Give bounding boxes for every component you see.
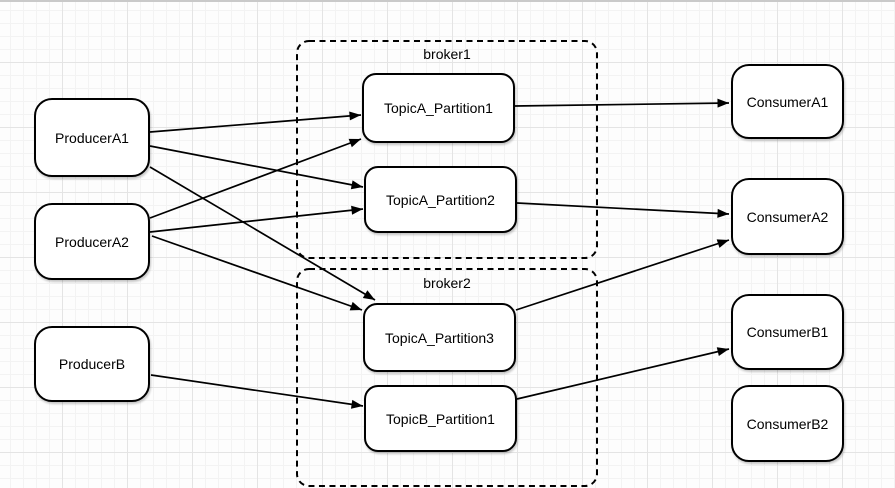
producer-a1-label: ProducerA1 <box>55 129 129 146</box>
producer-a2-label: ProducerA2 <box>55 233 129 250</box>
node-producer-a1[interactable]: ProducerA1 <box>34 98 150 177</box>
node-producer-a2[interactable]: ProducerA2 <box>34 203 150 280</box>
edge-topic-a-partition3-to-consumer-a2[interactable] <box>515 239 730 311</box>
edge-topic-a-partition2-to-consumer-a2[interactable] <box>516 202 730 218</box>
consumer-a2-label: ConsumerA2 <box>746 208 829 225</box>
topic-b-partition1-label: TopicB_Partition1 <box>386 410 495 427</box>
edge-producer-b-to-topic-b-partition1[interactable] <box>150 374 364 409</box>
consumer-a1-label: ConsumerA1 <box>746 93 829 110</box>
topic-a-partition2-label: TopicA_Partition2 <box>386 191 495 208</box>
node-consumer-a1[interactable]: ConsumerA1 <box>731 64 844 139</box>
edge-producer-a2-to-topic-a-partition2[interactable] <box>149 205 364 233</box>
edge-producer-a1-to-topic-a-partition1[interactable] <box>149 111 362 133</box>
node-topic-b-partition1[interactable]: TopicB_Partition1 <box>364 385 517 452</box>
broker1-label: broker1 <box>423 46 471 62</box>
canvas-top-edge <box>0 0 895 2</box>
group-broker1[interactable] <box>296 40 598 259</box>
node-topic-a-partition2[interactable]: TopicA_Partition2 <box>364 166 517 233</box>
group-broker2[interactable] <box>296 268 598 487</box>
node-consumer-a2[interactable]: ConsumerA2 <box>731 178 844 255</box>
consumer-b2-label: ConsumerB2 <box>746 415 829 432</box>
node-producer-b[interactable]: ProducerB <box>34 326 150 402</box>
consumer-b1-label: ConsumerB1 <box>746 324 829 340</box>
node-topic-a-partition3[interactable]: TopicA_Partition3 <box>363 303 516 372</box>
edge-producer-a1-to-topic-a-partition3[interactable] <box>149 166 376 301</box>
edge-producer-a2-to-topic-a-partition3[interactable] <box>151 235 363 311</box>
node-consumer-b2[interactable]: ConsumerB2 <box>731 385 844 462</box>
broker2-label: broker2 <box>423 275 471 291</box>
producer-b-label: ProducerB <box>58 356 126 372</box>
topic-a-partition3-label: TopicA_Partition3 <box>385 329 494 346</box>
topic-a-partition1-label: TopicA_Partition1 <box>384 100 493 116</box>
edge-topic-a-partition1-to-consumer-a1[interactable] <box>514 98 730 108</box>
edge-topic-b-partition1-to-consumer-b1[interactable] <box>516 347 730 400</box>
node-consumer-b1[interactable]: ConsumerB1 <box>731 294 844 370</box>
node-topic-a-partition1[interactable]: TopicA_Partition1 <box>362 73 515 143</box>
edge-producer-a2-to-topic-a-partition1[interactable] <box>149 138 362 219</box>
edge-producer-a1-to-topic-a-partition2[interactable] <box>149 145 364 190</box>
